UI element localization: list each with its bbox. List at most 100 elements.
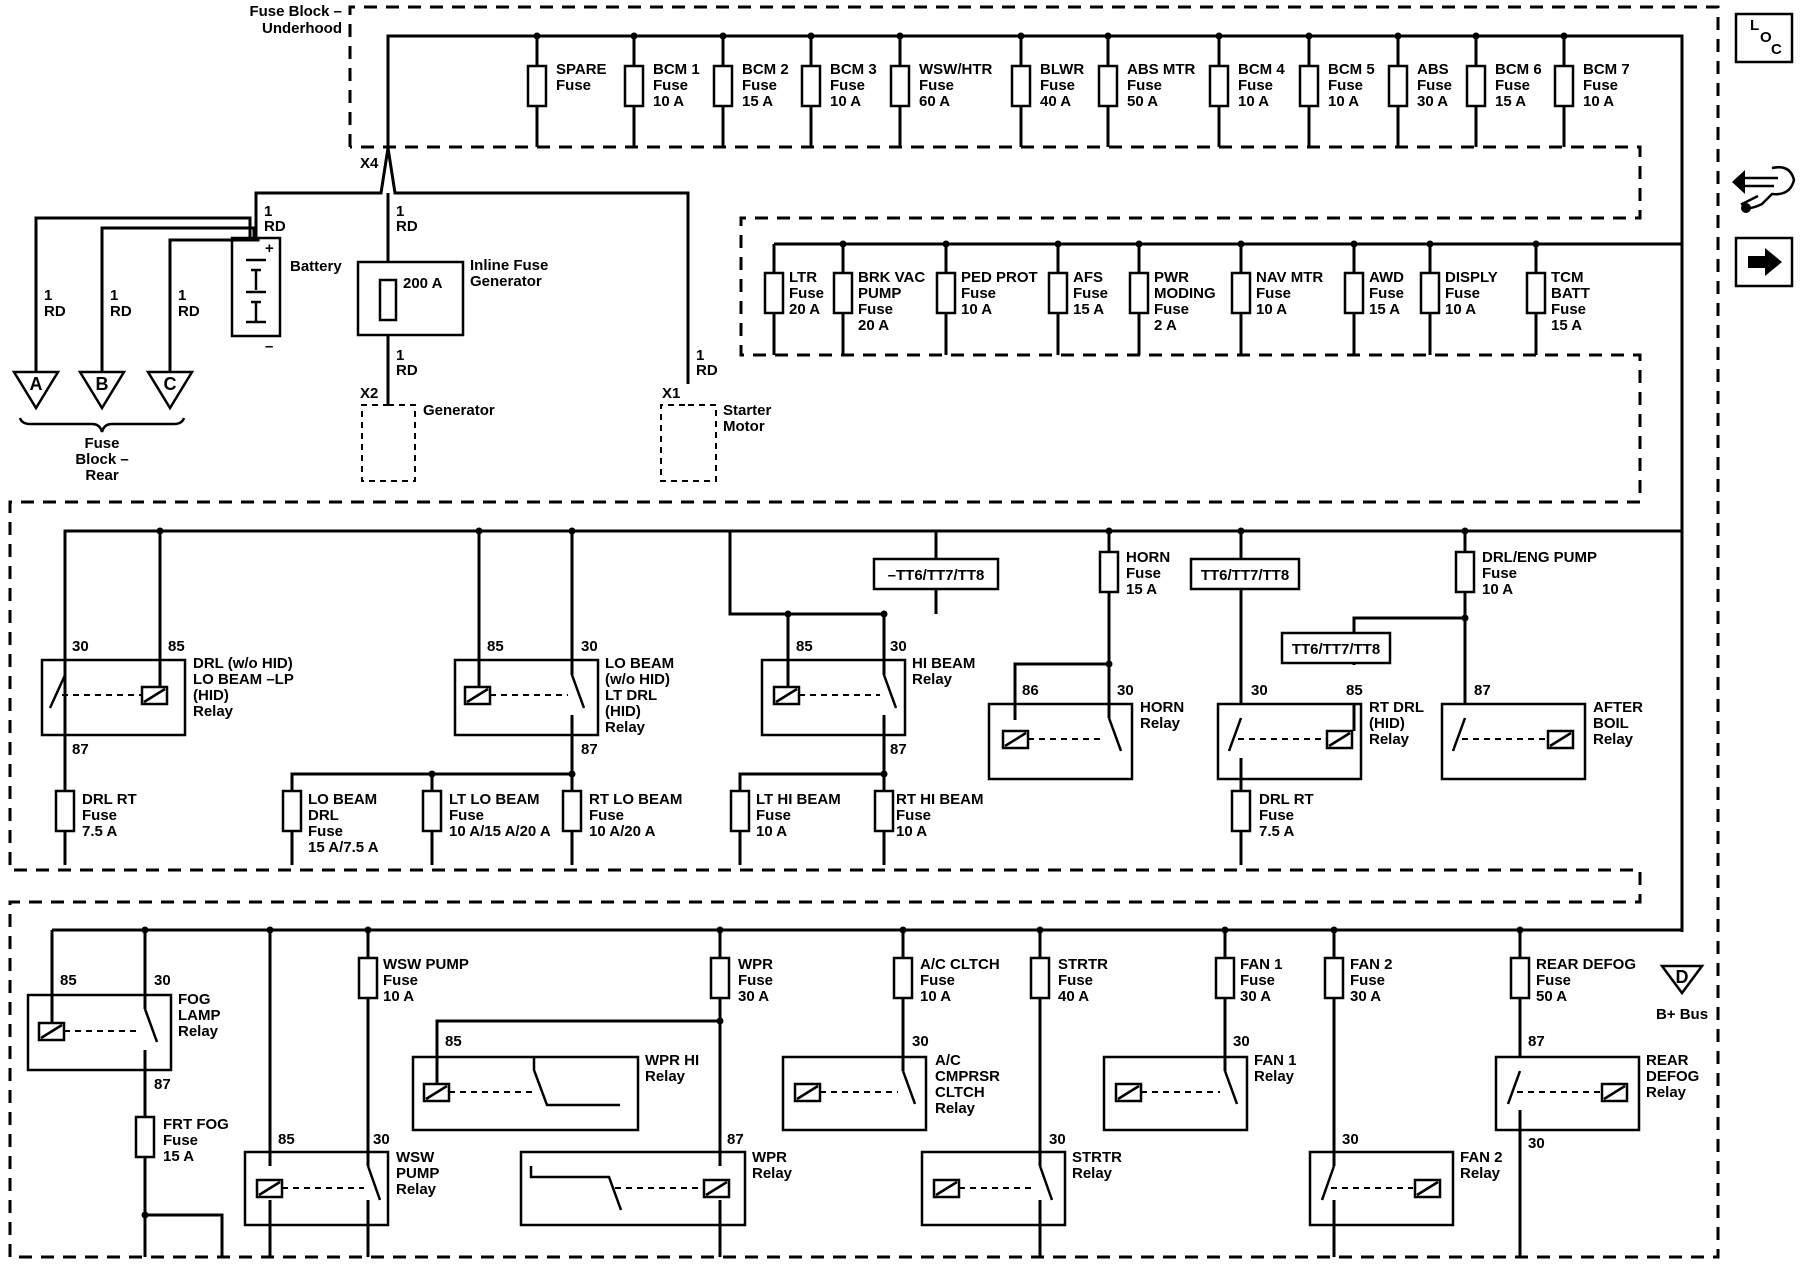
svg-text:85: 85 <box>487 638 504 655</box>
svg-text:2 A: 2 A <box>1154 317 1177 334</box>
connector-x2: X2 <box>360 385 378 402</box>
starter-motor: Starter Motor <box>660 402 772 482</box>
wire-label-battery: 1 RD <box>264 203 286 235</box>
wrench-nav-icon[interactable] <box>1732 166 1796 213</box>
svg-text:Fuse: Fuse <box>1154 301 1189 318</box>
third-section-tags: –TT6/TT7/TT8 TT6/TT7/TT8 TT6/TT7/TT8 <box>872 557 1392 665</box>
svg-text:Fuse: Fuse <box>830 77 865 94</box>
svg-text:BLWR: BLWR <box>1040 61 1084 78</box>
svg-text:10 A: 10 A <box>1256 301 1287 318</box>
svg-text:10 A: 10 A <box>961 301 992 318</box>
svg-text:30: 30 <box>373 1131 390 1148</box>
svg-text:BRK VAC: BRK VAC <box>858 269 925 286</box>
svg-text:30: 30 <box>1251 682 1268 699</box>
svg-text:BCM 1: BCM 1 <box>653 61 700 78</box>
svg-text:10 A/20 A: 10 A/20 A <box>589 823 656 840</box>
svg-text:85: 85 <box>168 638 185 655</box>
svg-text:30: 30 <box>1117 682 1134 699</box>
svg-text:RD: RD <box>696 362 718 379</box>
svg-text:Relay: Relay <box>1254 1068 1295 1085</box>
svg-text:15 A: 15 A <box>1126 581 1157 598</box>
svg-text:REAR: REAR <box>1646 1052 1689 1069</box>
svg-text:LT LO BEAM: LT LO BEAM <box>449 791 540 808</box>
svg-text:LO BEAM –LP: LO BEAM –LP <box>193 671 294 688</box>
bus-connector-d <box>1659 964 1705 996</box>
svg-text:87: 87 <box>72 741 89 758</box>
svg-text:STRTR: STRTR <box>1072 1149 1122 1166</box>
inline-fuse-label2: Generator <box>470 273 542 290</box>
svg-text:87: 87 <box>890 741 907 758</box>
svg-text:30: 30 <box>1528 1135 1545 1152</box>
svg-text:TT6/TT7/TT8: TT6/TT7/TT8 <box>1201 567 1289 584</box>
wire-label-rear-c: 1 RD <box>178 287 200 320</box>
svg-text:Fuse: Fuse <box>789 285 824 302</box>
svg-text:Relay: Relay <box>752 1165 793 1182</box>
svg-text:RD: RD <box>396 362 418 379</box>
svg-text:87: 87 <box>581 741 598 758</box>
svg-text:B: B <box>96 374 109 394</box>
inline-fuse-generator: 200 A Inline Fuse Generator <box>356 257 548 337</box>
rear-connector-b <box>77 370 127 411</box>
underhood-block-label: Fuse Block – Underhood <box>249 3 342 37</box>
svg-text:Fuse: Fuse <box>1417 77 1452 94</box>
wire-label-x4-down: 1 RD <box>396 203 418 235</box>
battery-minus: – <box>265 338 273 355</box>
bottom-section-wiring <box>50 926 1524 1257</box>
battery-generator-wiring: X4 X2 X1 1 RD 1 RD 1 RD 1 RD 1 RD 1 RD 1… <box>34 147 718 405</box>
svg-text:Fuse: Fuse <box>1259 807 1294 824</box>
svg-text:AFS: AFS <box>1073 269 1103 286</box>
svg-text:Fuse: Fuse <box>1495 77 1530 94</box>
svg-text:FAN 2: FAN 2 <box>1460 1149 1503 1166</box>
svg-text:Relay: Relay <box>1369 731 1410 748</box>
svg-text:BATT: BATT <box>1551 285 1590 302</box>
generator: Generator <box>361 402 495 482</box>
svg-text:Fuse: Fuse <box>858 301 893 318</box>
right-arrow-button[interactable] <box>1734 236 1794 288</box>
svg-text:Fuse: Fuse <box>383 972 418 989</box>
svg-text:87: 87 <box>1474 682 1491 699</box>
svg-text:1: 1 <box>178 287 186 304</box>
svg-text:10 A/15 A/20 A: 10 A/15 A/20 A <box>449 823 551 840</box>
svg-text:AWD: AWD <box>1369 269 1404 286</box>
svg-text:15 A: 15 A <box>1369 301 1400 318</box>
svg-text:10 A: 10 A <box>830 93 861 110</box>
svg-text:15 A: 15 A <box>163 1148 194 1165</box>
svg-text:(HID): (HID) <box>605 703 641 720</box>
rear-connector-a <box>11 370 61 411</box>
svg-text:CLTCH: CLTCH <box>935 1084 985 1101</box>
svg-text:(HID): (HID) <box>193 687 229 704</box>
loc-button[interactable]: L O C <box>1734 12 1794 64</box>
svg-text:O: O <box>1760 29 1772 46</box>
tag-tt-2 <box>1280 631 1392 665</box>
svg-text:Relay: Relay <box>605 719 646 736</box>
svg-text:15 A: 15 A <box>742 93 773 110</box>
svg-text:Fuse: Fuse <box>589 807 624 824</box>
svg-text:Fuse: Fuse <box>1126 565 1161 582</box>
svg-text:Fuse: Fuse <box>1238 77 1273 94</box>
svg-text:Relay: Relay <box>935 1100 976 1117</box>
main-bus-wires: D B+ Bus <box>52 34 1708 1023</box>
svg-text:ABS MTR: ABS MTR <box>1127 61 1195 78</box>
svg-text:WPR HI: WPR HI <box>645 1052 699 1069</box>
svg-text:BCM 7: BCM 7 <box>1583 61 1630 78</box>
svg-text:86: 86 <box>1022 682 1039 699</box>
svg-text:HI BEAM: HI BEAM <box>912 655 975 672</box>
